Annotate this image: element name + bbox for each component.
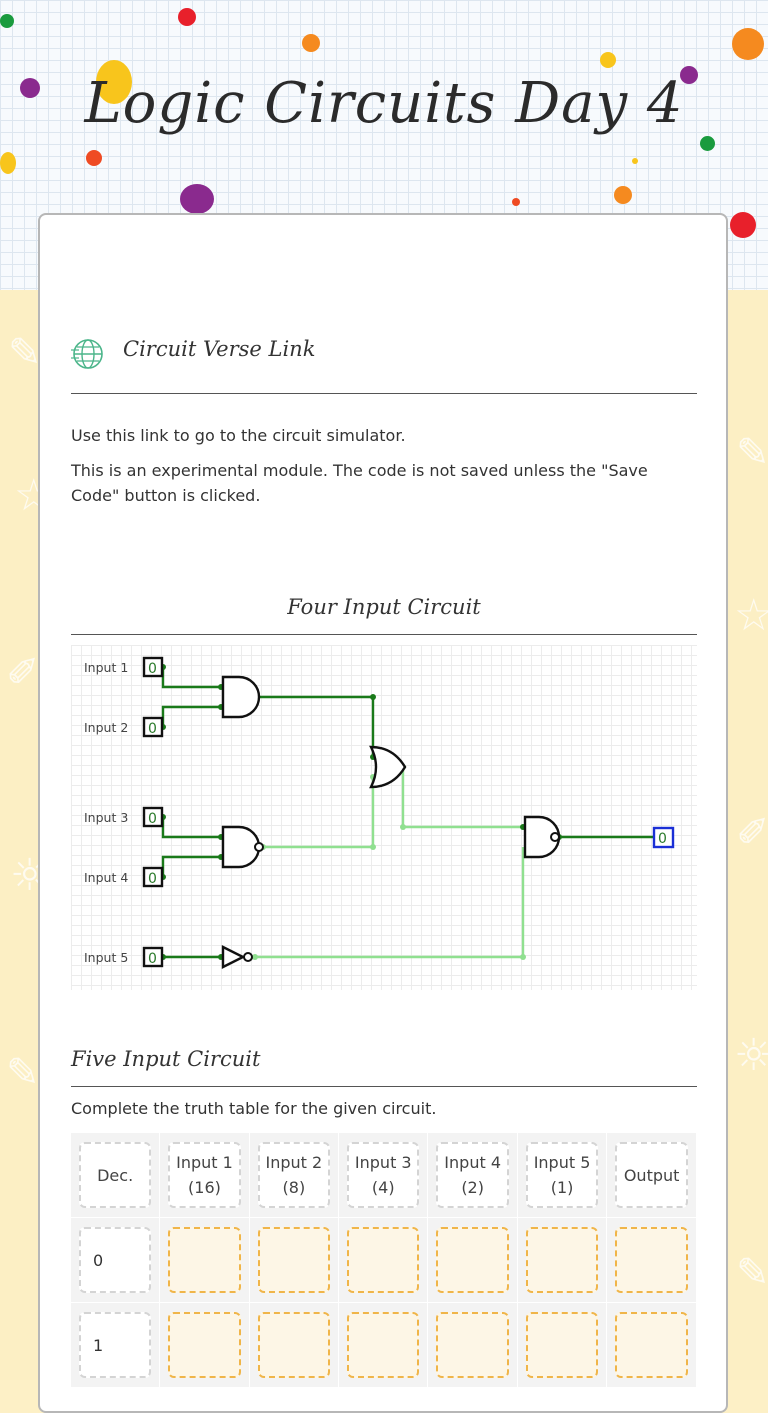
inactive-junctions (252, 764, 526, 960)
answer-input-2[interactable] (257, 1312, 331, 1378)
paint-splat (86, 150, 102, 166)
paint-splat (600, 52, 616, 68)
paint-splat (512, 198, 520, 206)
not-bubble (243, 952, 253, 962)
answer-input-3[interactable] (347, 1312, 420, 1378)
paint-splat (178, 8, 196, 26)
truth-table-instructions: Complete the truth table for the given c… (71, 1099, 437, 1118)
circuit-grid (71, 645, 697, 990)
answer-output[interactable] (615, 1312, 688, 1378)
and-gate-1 (221, 675, 261, 719)
four-input-circuit-diagram: Input 1 Input 2 Input 3 Input 4 Input 5 … (71, 645, 697, 990)
answer-input-1[interactable] (168, 1312, 241, 1378)
doodle-pencil-icon: ✎ (736, 430, 768, 476)
worksheet-card: Circuit Verse Link Use this link to go t… (38, 213, 728, 1413)
divider (71, 393, 697, 394)
not-gate (221, 945, 246, 969)
answer-input-2[interactable] (257, 1227, 331, 1293)
dec-cell: 1 (79, 1312, 152, 1378)
link-description: Use this link to go to the circuit simul… (71, 426, 406, 445)
answer-output[interactable] (615, 1227, 688, 1293)
input-label-4: Input 4 (84, 870, 128, 885)
paint-splat (180, 184, 214, 214)
answer-input-4[interactable] (436, 1227, 509, 1293)
input-label-3: Input 3 (84, 810, 128, 825)
answer-input-1[interactable] (168, 1227, 241, 1293)
doodle-star-icon: ☆ (734, 590, 768, 641)
link-section-header[interactable]: Circuit Verse Link (71, 333, 697, 373)
paint-splat (732, 28, 764, 60)
input-value-5: 0 (148, 951, 157, 967)
paint-splat (0, 152, 16, 174)
paint-splat (302, 34, 320, 52)
header-input-2: Input 2 (8) (257, 1142, 331, 1208)
header-input-4: Input 4 (2) (436, 1142, 509, 1208)
dec-cell: 0 (79, 1227, 152, 1293)
circuit-schematic: Input 1 Input 2 Input 3 Input 4 Input 5 … (84, 656, 675, 969)
input-label-5: Input 5 (84, 950, 128, 965)
input-boxes (142, 656, 164, 968)
divider (71, 1086, 697, 1087)
nand-gate-1 (221, 825, 261, 869)
doodle-ruler-icon: ✐ (736, 810, 768, 856)
link-section-title[interactable]: Circuit Verse Link (123, 337, 316, 361)
output-box (652, 826, 675, 849)
five-input-title: Five Input Circuit (71, 1047, 261, 1071)
header-input-5: Input 5 (1) (525, 1142, 599, 1208)
doodle-ruler-icon: ✐ (6, 650, 40, 696)
input-value-2: 0 (148, 721, 157, 737)
output-value: 0 (658, 831, 667, 847)
input-label-1: Input 1 (84, 660, 128, 675)
table-header-row: Dec. Input 1 (16) Input 2 (8) Input 3 (4… (71, 1133, 697, 1218)
header-input-3: Input 3 (4) (347, 1142, 420, 1208)
paint-splat (680, 66, 698, 84)
nand-bubble (550, 832, 560, 842)
paint-splat (700, 136, 715, 151)
experimental-note: This is an experimental module. The code… (71, 461, 648, 505)
paint-splat (20, 78, 40, 98)
paint-splat (730, 212, 756, 238)
divider (71, 634, 697, 635)
nand-bubble (254, 842, 264, 852)
table-row: 1 (71, 1303, 697, 1388)
answer-input-5[interactable] (525, 1312, 599, 1378)
table-row: 0 (71, 1218, 697, 1303)
input-label-2: Input 2 (84, 720, 128, 735)
paint-splat (632, 158, 638, 164)
header-output: Output (615, 1142, 688, 1208)
answer-input-4[interactable] (436, 1312, 509, 1378)
paint-splat (614, 186, 632, 204)
paint-splat (0, 14, 14, 28)
input-value-3: 0 (148, 811, 157, 827)
input-value-4: 0 (148, 871, 157, 887)
truth-table: Dec. Input 1 (16) Input 2 (8) Input 3 (4… (71, 1133, 697, 1388)
input-value-1: 0 (148, 661, 157, 677)
page-title: Logic Circuits Day 4 (84, 71, 684, 136)
or-gate (369, 745, 407, 789)
circuit-globe-icon (71, 339, 103, 369)
inactive-wires (255, 767, 525, 959)
doodle-pencil-icon: ✎ (736, 1250, 768, 1296)
four-input-title: Four Input Circuit (287, 595, 481, 619)
header-input-1: Input 1 (16) (168, 1142, 241, 1208)
doodle-pencil-icon: ✎ (8, 330, 42, 376)
answer-input-3[interactable] (347, 1227, 420, 1293)
doodle-pencil-icon: ✎ (6, 1050, 40, 1096)
answer-input-5[interactable] (525, 1227, 599, 1293)
header-dec: Dec. (79, 1142, 152, 1208)
paint-splat (96, 60, 132, 104)
doodle-lightbulb-icon: ☼ (734, 1030, 768, 1081)
